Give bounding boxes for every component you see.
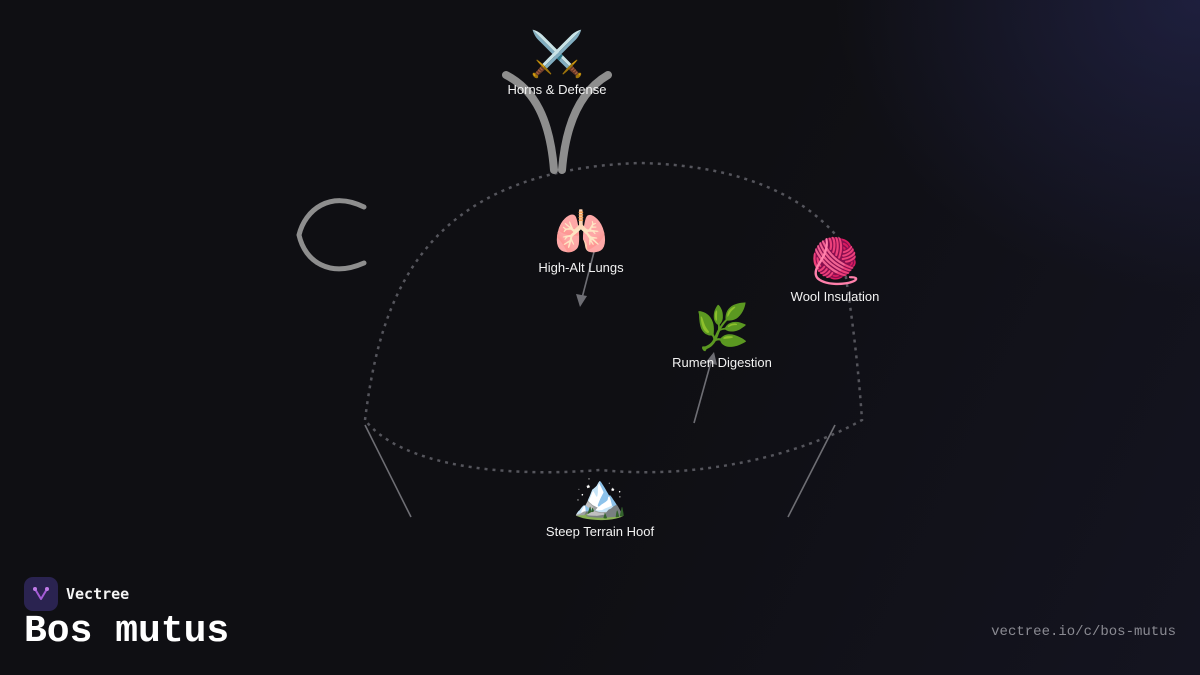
lungs-icon: 🫁 bbox=[553, 208, 609, 257]
node-label: Wool Insulation bbox=[790, 289, 880, 304]
left-leg bbox=[364, 424, 412, 518]
right-leg bbox=[787, 424, 836, 518]
node-rumen: 🌿 Rumen Digestion bbox=[672, 303, 772, 370]
herb-icon: 🌿 bbox=[694, 303, 750, 352]
node-lungs: 🫁 High-Alt Lungs bbox=[538, 208, 623, 275]
node-label: Horns & Defense bbox=[507, 82, 607, 97]
node-label: Steep Terrain Hoof bbox=[545, 524, 655, 539]
node-horns: ⚔️ Horns & Defense bbox=[508, 30, 607, 97]
source-url: vectree.io/c/bos-mutus bbox=[991, 624, 1176, 640]
snow-mountain-icon: 🏔️ bbox=[572, 472, 628, 521]
lungs-arrow bbox=[581, 251, 595, 299]
tail-curve bbox=[296, 198, 367, 272]
node-hoof: 🏔️ Steep Terrain Hoof bbox=[546, 472, 654, 539]
node-wool: 🧶 Wool Insulation bbox=[791, 237, 880, 304]
body-outline bbox=[363, 161, 864, 474]
lungs-arrowhead bbox=[576, 294, 587, 307]
rumen-arrowhead bbox=[706, 352, 717, 365]
rumen-arrow bbox=[693, 361, 712, 424]
yarn-ball-icon: 🧶 bbox=[807, 237, 863, 286]
brand-name: Vectree bbox=[66, 585, 130, 603]
brand: Vectree bbox=[24, 577, 129, 611]
page-title: Bos mutus bbox=[24, 610, 230, 653]
node-label: High-Alt Lungs bbox=[538, 260, 624, 275]
node-label: Rumen Digestion bbox=[672, 355, 772, 370]
vectree-logo-icon bbox=[24, 577, 58, 611]
right-horn bbox=[558, 71, 612, 174]
crossed-swords-icon: ⚔️ bbox=[529, 30, 585, 79]
left-horn bbox=[502, 71, 558, 174]
